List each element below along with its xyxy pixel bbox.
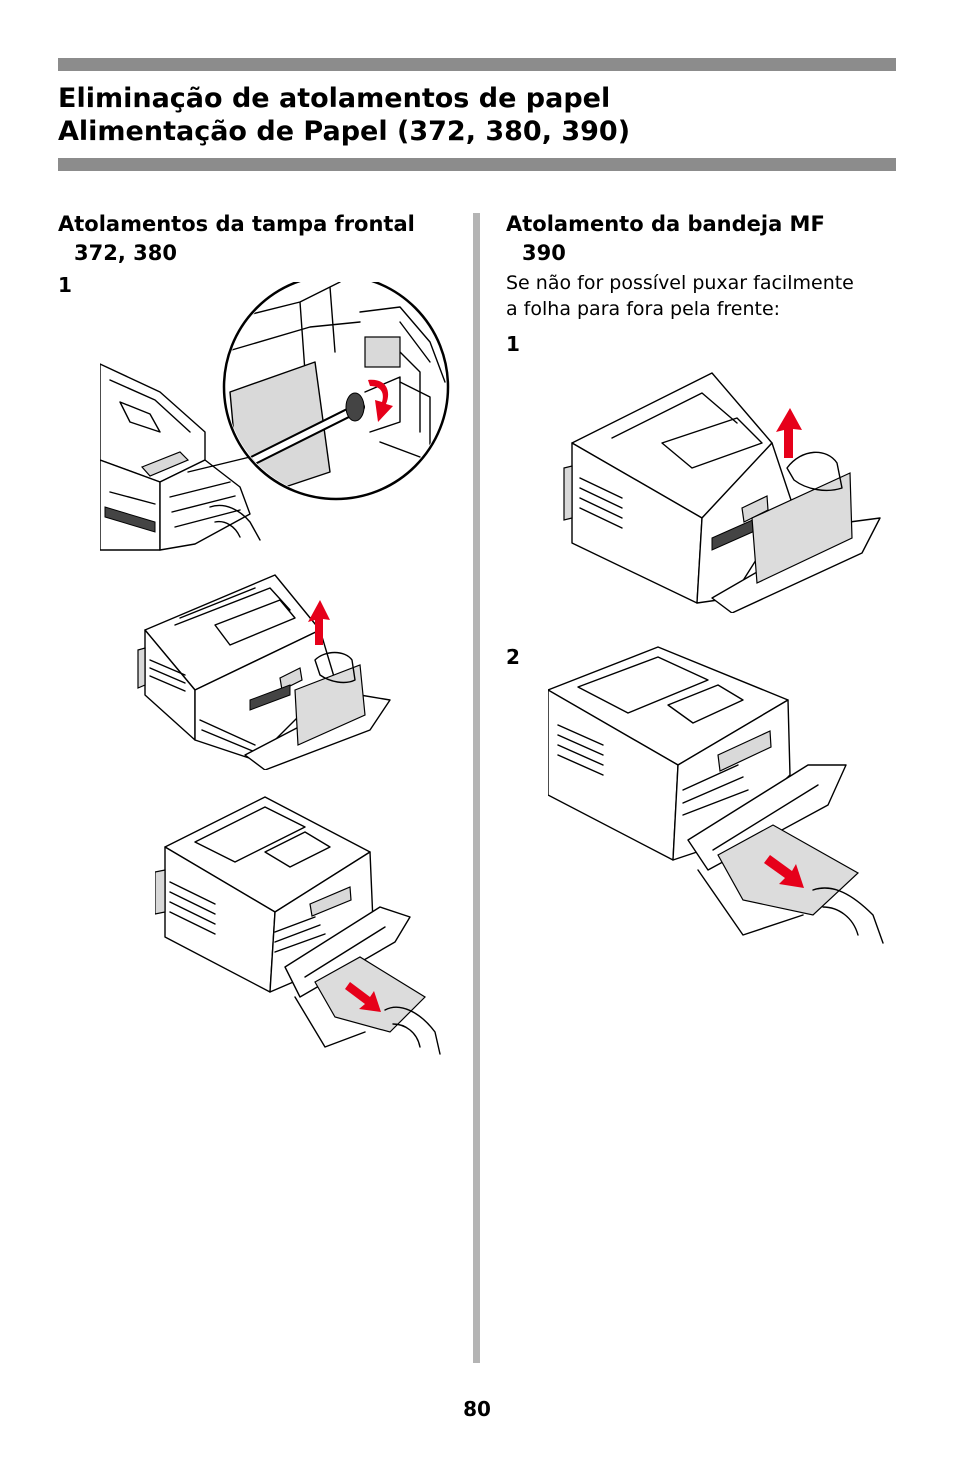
bottom-rule — [58, 158, 896, 171]
column-divider — [473, 213, 480, 1363]
mf-tray-jam-heading: Atolamento da bandeja MF 390 — [506, 210, 825, 268]
page-title: Eliminação de atolamentos de papel Alime… — [58, 82, 630, 148]
pull-paper-up-illustration — [130, 570, 400, 770]
page-title-line1: Eliminação de atolamentos de papel — [58, 83, 611, 114]
mf-tray-intro-text: Se não for possível puxar facilmente a f… — [506, 270, 854, 322]
page-number: 80 — [463, 1397, 491, 1421]
front-cover-jam-heading: Atolamentos da tampa frontal 372, 380 — [58, 210, 415, 268]
right-step-2: 2 — [506, 645, 520, 669]
front-cover-jam-title: Atolamentos da tampa frontal — [58, 212, 415, 236]
right-step-1: 1 — [506, 332, 520, 356]
left-step-1: 1 — [58, 273, 72, 297]
page-title-line2: Alimentação de Papel (372, 380, 390) — [58, 116, 631, 147]
mf-tray-jam-models: 390 — [522, 241, 566, 265]
mf-tray-pull-paper-out-front-illustration — [548, 645, 888, 950]
front-cover-jam-models: 372, 380 — [74, 241, 177, 265]
mf-tray-jam-title: Atolamento da bandeja MF — [506, 212, 825, 236]
pull-paper-out-front-illustration — [155, 792, 445, 1057]
mf-tray-pull-paper-up-illustration — [562, 368, 882, 613]
printer-front-open-inset-illustration — [100, 282, 450, 554]
mf-tray-intro-line2: a folha para fora pela frente: — [506, 298, 781, 320]
top-rule — [58, 58, 896, 71]
mf-tray-intro-line1: Se não for possível puxar facilmente — [506, 272, 854, 294]
